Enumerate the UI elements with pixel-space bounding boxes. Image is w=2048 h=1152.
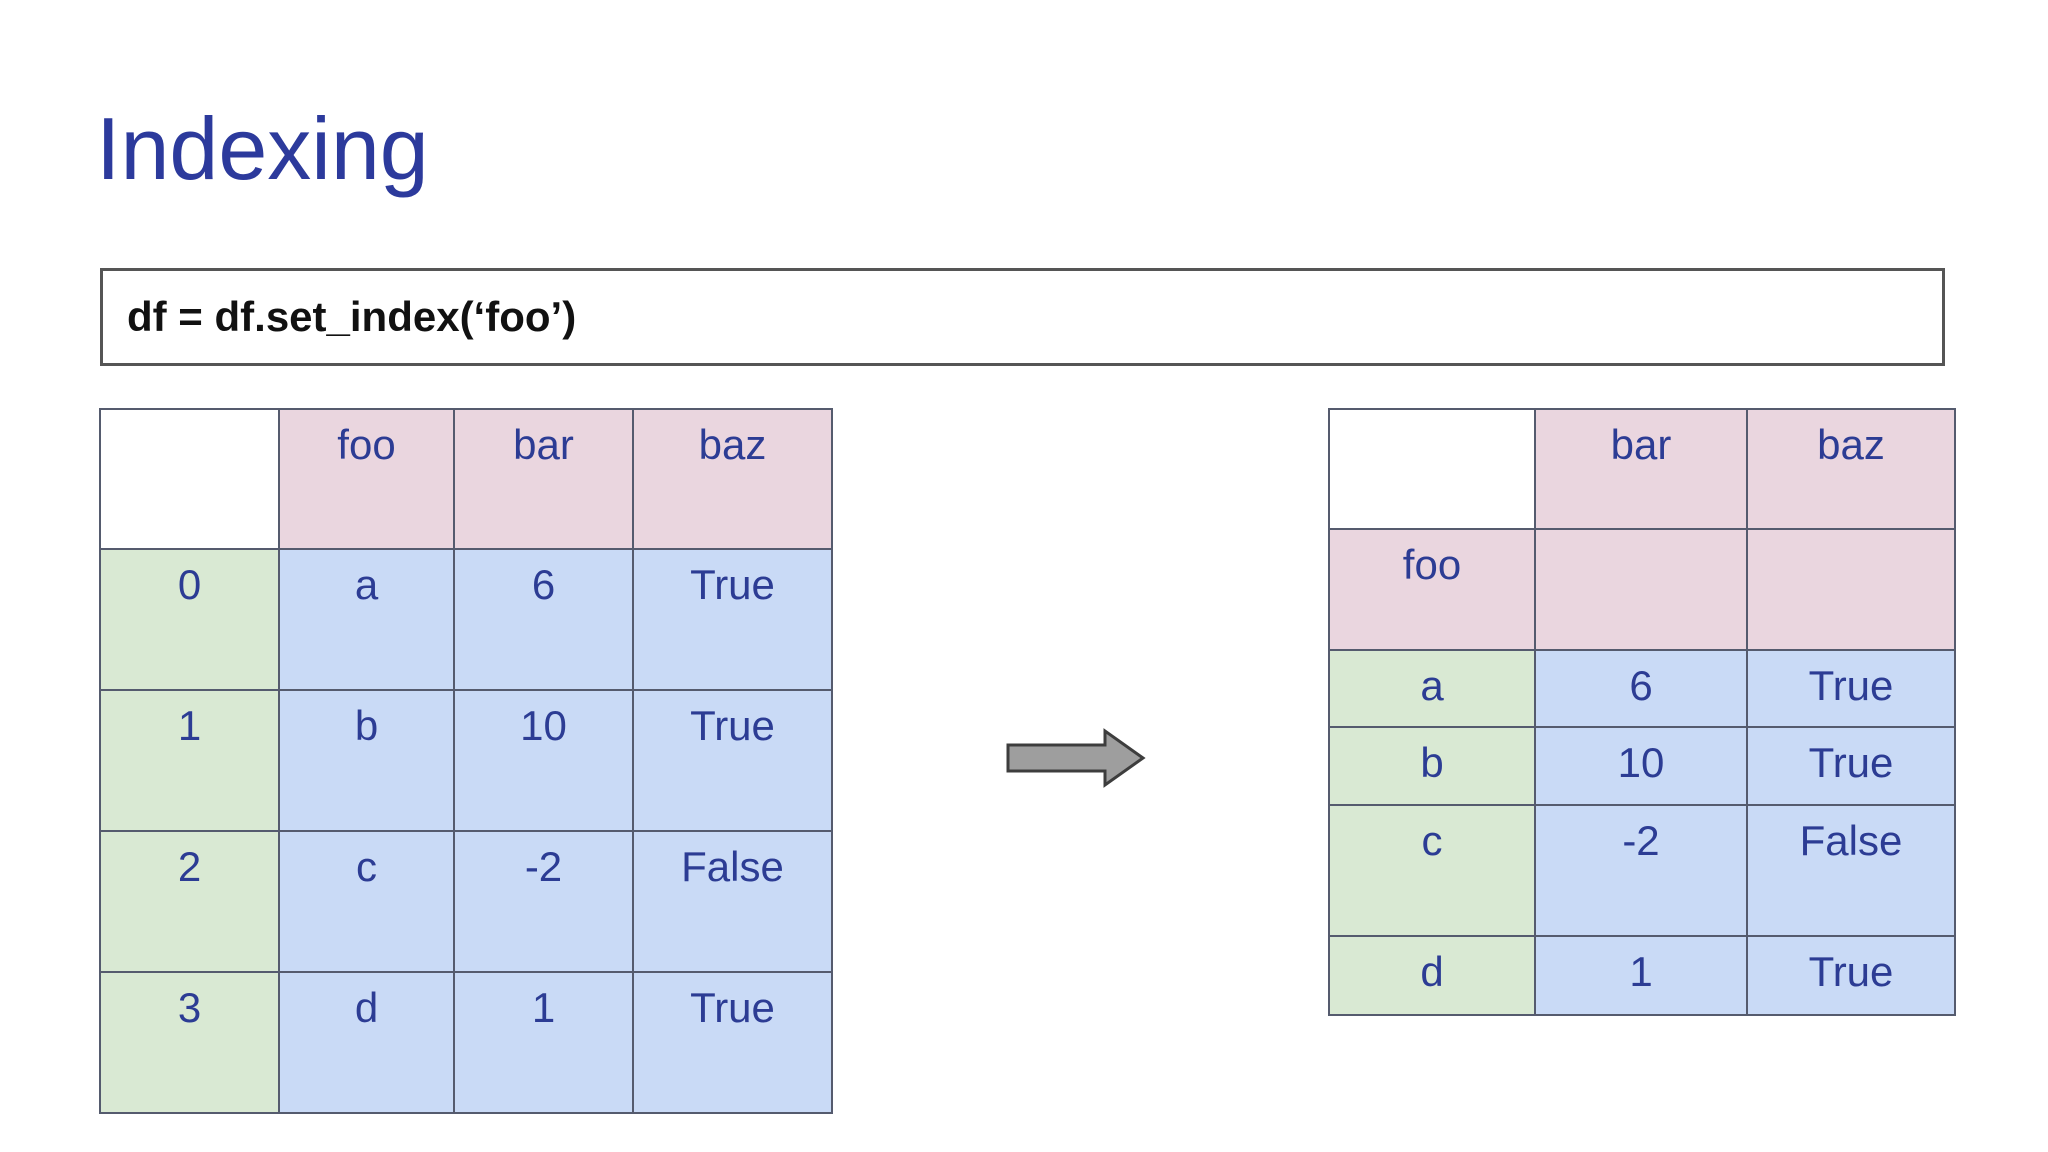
page-title: Indexing (96, 99, 429, 198)
table-row: d 1 True (1328, 935, 1956, 1016)
empty-cell (1746, 528, 1956, 651)
table-row: 3 d 1 True (99, 971, 833, 1114)
data-cell: c (278, 830, 455, 973)
index-cell: b (1328, 726, 1536, 806)
empty-corner-cell (1328, 408, 1536, 530)
table-header-row: foo bar baz (99, 408, 833, 550)
data-cell: False (632, 830, 833, 973)
table-row: 0 a 6 True (99, 548, 833, 691)
index-cell: a (1328, 649, 1536, 728)
table-row: b 10 True (1328, 726, 1956, 806)
column-header: foo (278, 408, 455, 550)
data-cell: 10 (453, 689, 634, 832)
table-row: 2 c -2 False (99, 830, 833, 973)
data-cell: True (1746, 935, 1956, 1016)
index-cell: 3 (99, 971, 280, 1114)
column-header: bar (453, 408, 634, 550)
index-cell: d (1328, 935, 1536, 1016)
index-cell: 0 (99, 548, 280, 691)
data-cell: True (632, 971, 833, 1114)
data-cell: -2 (1534, 804, 1748, 937)
transform-arrow-icon (1005, 727, 1147, 789)
empty-corner-cell (99, 408, 280, 550)
table-row: 1 b 10 True (99, 689, 833, 832)
dataframe-before-table: foo bar baz 0 a 6 True 1 b 10 True 2 c -… (99, 408, 833, 1114)
data-cell: True (1746, 726, 1956, 806)
data-cell: 6 (453, 548, 634, 691)
data-cell: True (632, 689, 833, 832)
index-name-row: foo (1328, 528, 1956, 651)
data-cell: True (1746, 649, 1956, 728)
empty-cell (1534, 528, 1748, 651)
dataframe-after-table: bar baz foo a 6 True b 10 True c -2 Fals… (1328, 408, 1956, 1016)
data-cell: True (632, 548, 833, 691)
data-cell: 10 (1534, 726, 1748, 806)
index-name-cell: foo (1328, 528, 1536, 651)
data-cell: -2 (453, 830, 634, 973)
table-row: a 6 True (1328, 649, 1956, 728)
index-cell: c (1328, 804, 1536, 937)
code-box: df = df.set_index(‘foo’) (100, 268, 1945, 366)
data-cell: a (278, 548, 455, 691)
data-cell: d (278, 971, 455, 1114)
data-cell: b (278, 689, 455, 832)
index-cell: 2 (99, 830, 280, 973)
table-header-row: bar baz (1328, 408, 1956, 530)
data-cell: 1 (453, 971, 634, 1114)
column-header: baz (632, 408, 833, 550)
data-cell: 1 (1534, 935, 1748, 1016)
data-cell: 6 (1534, 649, 1748, 728)
index-cell: 1 (99, 689, 280, 832)
table-row: c -2 False (1328, 804, 1956, 937)
data-cell: False (1746, 804, 1956, 937)
code-text: df = df.set_index(‘foo’) (127, 293, 577, 340)
column-header: baz (1746, 408, 1956, 530)
column-header: bar (1534, 408, 1748, 530)
